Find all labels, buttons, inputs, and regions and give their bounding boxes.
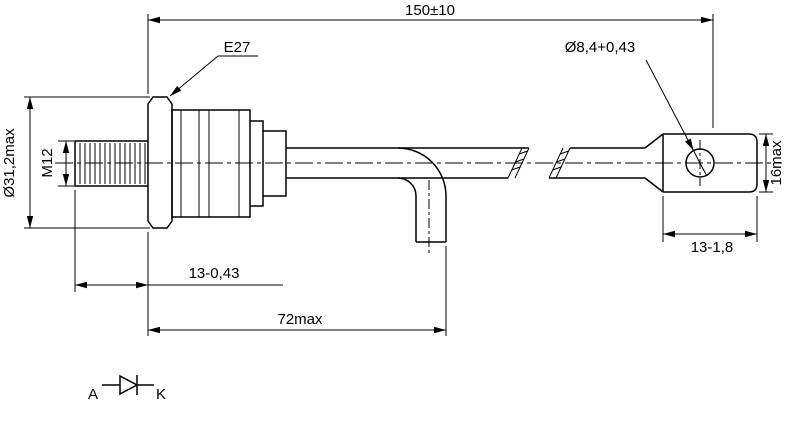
dim-lug-width: 16max: [759, 133, 785, 193]
threaded-stud: [74, 140, 148, 187]
cathode-label: K: [156, 386, 166, 403]
dim-text-rigid-length: 72max: [277, 311, 323, 328]
arrowhead: [434, 326, 446, 334]
dim-text-overall: 150±10: [405, 2, 455, 19]
arrowhead: [701, 16, 713, 24]
dim-body-diameter: Ø31,2max: [1, 96, 150, 229]
arrowhead: [75, 281, 87, 289]
diode-triangle: [119, 374, 139, 396]
lead-segment-2: [549, 147, 645, 179]
body-step-1: [250, 120, 264, 207]
arrowhead: [148, 326, 160, 334]
extension-lines: [147, 14, 714, 128]
arrowhead: [745, 230, 757, 238]
lug-taper: [644, 133, 664, 193]
dim-hole-diameter: Ø8,4+0,43: [565, 39, 694, 151]
body-rib-lines: [180, 110, 240, 217]
break-marks: [507, 147, 571, 179]
bend-inner-line: [397, 177, 417, 242]
dim-rigid-length: 72max: [148, 246, 447, 336]
break-hatch-right: [552, 150, 569, 171]
leader-line: [169, 55, 258, 97]
dim-text-thread: M12: [39, 148, 56, 177]
lug-outline: [663, 133, 758, 193]
terminal-lug: [644, 133, 758, 193]
arrowhead: [762, 180, 770, 192]
label-text-e27: E27: [224, 39, 251, 56]
diode-symbol: A K: [88, 374, 166, 403]
hole-leader-passthrough: [693, 150, 707, 176]
body-step-2: [263, 130, 287, 197]
lead-bend-alternate: [397, 147, 447, 254]
leader-line: [645, 59, 694, 151]
dim-text-lug-length: 13-1,8: [691, 239, 734, 256]
arrowhead: [762, 134, 770, 146]
break-mark-left: [507, 147, 530, 179]
lead-segment-1: [286, 147, 529, 179]
break-mark-right: [548, 147, 571, 179]
arrowhead: [26, 97, 34, 109]
dim-text-body-dia: Ø31,2max: [1, 128, 18, 198]
arrowhead: [26, 216, 34, 228]
arrowhead: [170, 85, 182, 96]
dim-stud-thread: M12: [39, 140, 74, 187]
extension-lines: [24, 96, 150, 229]
dim-text-stud-length: 13-0,43: [189, 265, 240, 282]
extension-lines: [662, 196, 758, 242]
body-main: [171, 109, 251, 218]
hex-flange: [147, 96, 173, 229]
dim-text-hole: Ø8,4+0,43: [565, 39, 635, 56]
dim-stud-length: 13-0,43: [74, 190, 283, 336]
body-sections: [171, 109, 287, 218]
label-flange-thread: E27: [169, 39, 258, 97]
arrowhead: [148, 16, 160, 24]
dimensions: 150±10 E27 Ø8,4+0,43 Ø31,2max: [1, 2, 785, 336]
arrowhead: [663, 230, 675, 238]
stud-outline: [74, 140, 148, 187]
thread-lines: [79, 143, 146, 184]
component: [74, 96, 758, 254]
dim-text-lug-width: 16max: [768, 140, 785, 186]
extension-lines: [74, 190, 149, 336]
arrowhead: [685, 138, 694, 151]
bend-outer-line: [397, 147, 447, 242]
anode-label: A: [88, 386, 98, 403]
break-hatch-left: [511, 150, 528, 171]
arrowhead: [136, 281, 148, 289]
dim-overall-length: 150±10: [147, 2, 714, 128]
dim-lug-length: 13-1,8: [662, 196, 758, 256]
arrowhead: [62, 141, 70, 153]
arrowhead: [62, 174, 70, 186]
flexible-lead: [286, 147, 645, 179]
